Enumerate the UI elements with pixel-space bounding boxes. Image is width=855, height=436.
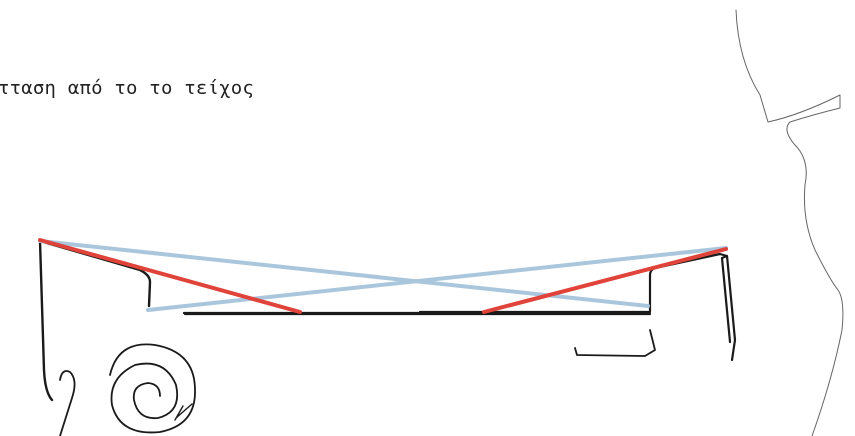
- left-wall-foot: [59, 370, 76, 436]
- red-sight-line-2: [482, 247, 728, 314]
- left-wall-outline: [38, 239, 152, 402]
- red-sight-line-1: [38, 238, 302, 314]
- caption-text: τταση από το το τείχος: [0, 77, 255, 99]
- spiral-figure: [109, 343, 196, 434]
- right-wall-outline: [648, 252, 737, 362]
- blue-sight-line-2: [146, 246, 728, 312]
- right-step: [574, 329, 656, 357]
- ground-line: [182, 310, 652, 316]
- coastline-outline: [735, 9, 844, 436]
- spiral-tail: [174, 403, 193, 421]
- blue-sight-line-1: [38, 239, 650, 308]
